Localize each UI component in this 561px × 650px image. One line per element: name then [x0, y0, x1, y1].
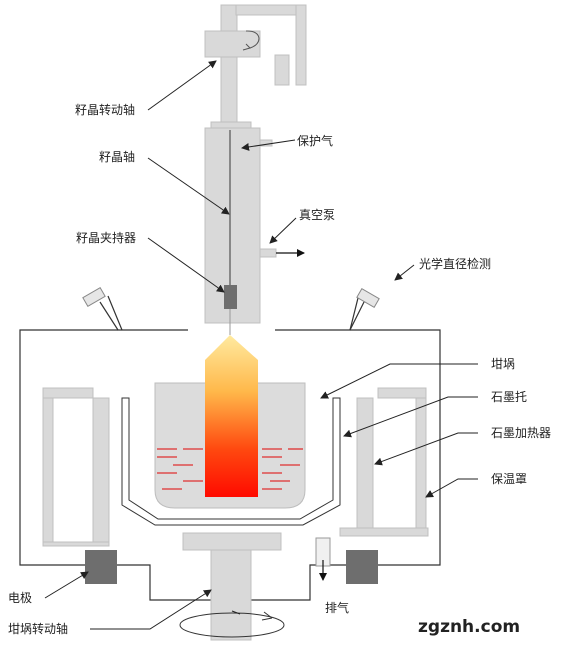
label-seed-holder: 籽晶夹持器 [76, 231, 137, 245]
label-graphite-support: 石墨托 [491, 390, 528, 404]
rotation-arrowhead [261, 611, 273, 621]
leader-graphite-support [343, 396, 478, 438]
leader-crucible-rotation-shaft [90, 589, 212, 630]
leader-seed-shaft [147, 157, 230, 215]
leader-insulation-cover [425, 478, 478, 498]
viewport-windows [82, 286, 380, 309]
electrode-left [85, 550, 117, 584]
graphite-support [121, 397, 341, 526]
leader-crucible [320, 363, 478, 399]
insulation-cover [42, 387, 429, 547]
leader-lines [44, 60, 478, 630]
label-protective-gas: 保护气 [297, 134, 334, 148]
label-seed-shaft: 籽晶轴 [99, 150, 136, 164]
seed-rotation-mechanism [204, 4, 307, 131]
label-optical-diameter-detection: 光学直径检测 [419, 257, 492, 271]
label-insulation-cover: 保温罩 [491, 472, 528, 486]
label-vacuum-pump: 真空泵 [299, 208, 336, 222]
label-graphite-heater: 石墨加热器 [491, 426, 552, 440]
leader-protective-gas [241, 139, 296, 151]
watermark: zgznh.com [418, 617, 521, 637]
rotation-ellipse [179, 612, 285, 638]
crucible-shaft-assembly [182, 532, 282, 641]
crystal-ingot [205, 335, 258, 497]
seed-column [204, 127, 277, 335]
leader-electrode [44, 571, 89, 599]
leader-vacuum-pump [269, 217, 297, 244]
electrode-right [346, 550, 378, 584]
label-exhaust: 排气 [325, 601, 350, 615]
leader-seed-rotation-shaft [147, 60, 217, 111]
leader-shaft-tick [231, 610, 241, 615]
label-crucible: 坩埚 [491, 357, 516, 371]
label-seed-rotation-shaft: 籽晶转动轴 [75, 103, 136, 117]
leader-graphite-heater [374, 432, 478, 466]
seed-holder-block [224, 285, 237, 309]
melt-lines [157, 448, 303, 490]
label-crucible-rotation-shaft: 坩埚转动轴 [8, 622, 69, 636]
leader-optical [394, 264, 415, 281]
label-electrode: 电极 [8, 591, 33, 605]
leader-seed-holder [147, 237, 225, 293]
